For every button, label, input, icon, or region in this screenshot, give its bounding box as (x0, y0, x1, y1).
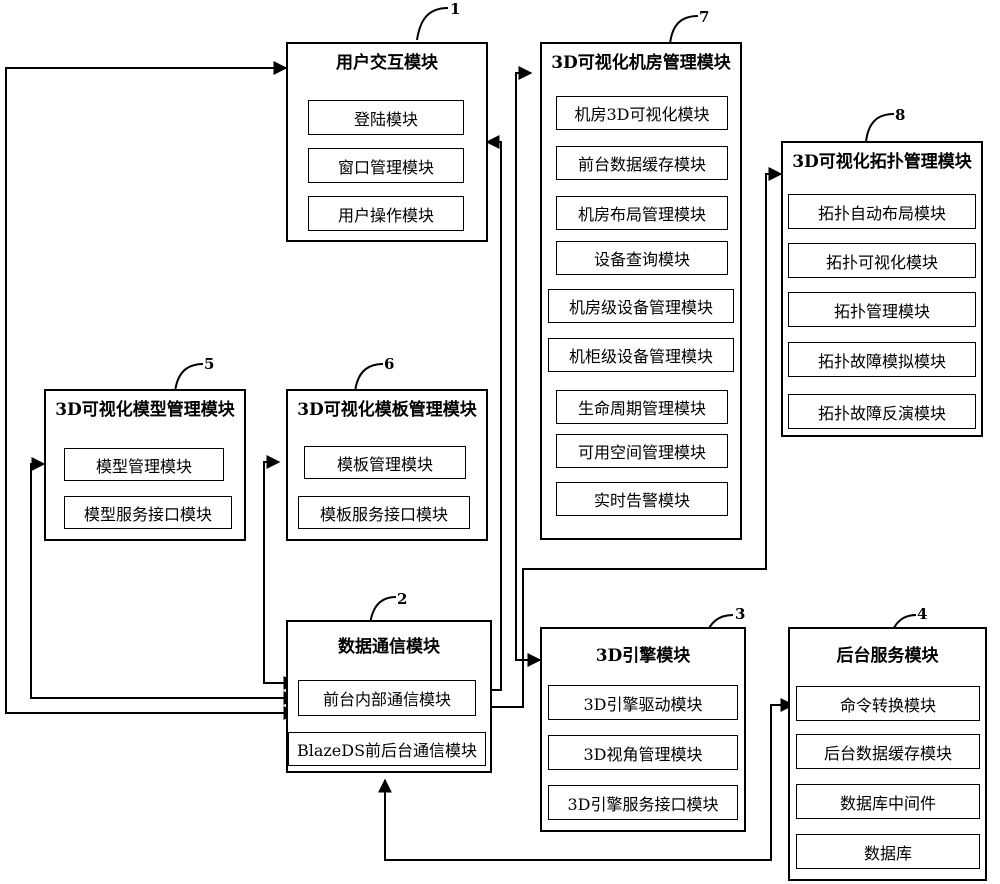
submodule-3d-engine-service-interface: 3D引擎服务接口模块 (548, 785, 738, 820)
submodule-blazeds-communication: BlazeDS前后台通信模块 (288, 732, 486, 766)
callout-7 (669, 15, 699, 45)
submodule-rack-device-management: 机柜级设备管理模块 (548, 338, 734, 372)
submodule-available-space-management: 可用空间管理模块 (556, 434, 728, 468)
callout-8 (865, 113, 895, 143)
submodule-topology-management: 拓扑管理模块 (788, 292, 976, 327)
submodule-frontend-internal-communication: 前台内部通信模块 (298, 680, 476, 716)
module-title: 后台服务模块 (836, 646, 939, 666)
submodule-template-management: 模板管理模块 (304, 446, 466, 479)
submodule-command-conversion: 命令转换模块 (796, 686, 980, 721)
submodule-template-service-interface: 模板服务接口模块 (298, 496, 470, 529)
submodule-topology-visualization: 拓扑可视化模块 (788, 243, 976, 278)
module-title: 3D可视化拓扑管理模块 (792, 152, 972, 172)
callout-5 (174, 363, 204, 393)
module-title: 3D引擎模块 (595, 646, 691, 666)
submodule-realtime-alarm: 实时告警模块 (556, 482, 728, 516)
module-number-8: 8 (895, 106, 906, 124)
callout-1 (416, 7, 449, 41)
module-title: 数据通信模块 (338, 637, 440, 657)
link-m6-m2 (263, 455, 298, 690)
submodule-backend-data-cache: 后台数据缓存模块 (796, 734, 980, 769)
module-number-4: 4 (917, 605, 928, 623)
submodule-room-layout-management: 机房布局管理模块 (556, 196, 728, 230)
callout-6 (354, 363, 384, 393)
submodule-3d-view-management: 3D视角管理模块 (548, 735, 738, 770)
module-title: 3D可视化模型管理模块 (55, 400, 235, 420)
module-title: 3D可视化机房管理模块 (551, 53, 731, 73)
submodule-topology-auto-layout: 拓扑自动布局模块 (788, 194, 976, 229)
submodule-database-middleware: 数据库中间件 (796, 784, 980, 819)
submodule-room-3d-visualization: 机房3D可视化模块 (556, 96, 728, 130)
module-number-1: 1 (450, 0, 461, 18)
link-m5-m2 (30, 457, 298, 705)
submodule-device-query: 设备查询模块 (556, 241, 728, 275)
link-m2-m4 (378, 698, 795, 861)
module-topology-management: 3D可视化拓扑管理模块 (781, 141, 983, 437)
submodule-user-operation: 用户操作模块 (308, 196, 464, 231)
module-title: 用户交互模块 (336, 53, 438, 73)
module-number-5: 5 (204, 355, 215, 373)
submodule-room-device-management: 机房级设备管理模块 (548, 289, 734, 323)
submodule-model-service-interface: 模型服务接口模块 (64, 496, 232, 529)
submodule-model-management: 模型管理模块 (64, 448, 224, 481)
submodule-window-management: 窗口管理模块 (308, 148, 464, 183)
submodule-frontend-data-cache: 前台数据缓存模块 (556, 146, 728, 180)
link-m1-m2 (5, 61, 298, 720)
submodule-login: 登陆模块 (308, 100, 464, 135)
module-number-7: 7 (699, 8, 710, 26)
link-m7-m3 (515, 66, 542, 667)
submodule-lifecycle-management: 生命周期管理模块 (556, 390, 728, 424)
submodule-3d-engine-driver: 3D引擎驱动模块 (548, 685, 738, 720)
module-number-6: 6 (384, 355, 395, 373)
submodule-topology-fault-simulation: 拓扑故障模拟模块 (788, 342, 976, 377)
submodule-topology-fault-inversion: 拓扑故障反演模块 (788, 394, 976, 429)
submodule-database: 数据库 (796, 834, 980, 869)
module-number-3: 3 (735, 605, 746, 623)
module-title: 3D可视化模板管理模块 (297, 400, 477, 420)
module-number-2: 2 (397, 590, 408, 608)
